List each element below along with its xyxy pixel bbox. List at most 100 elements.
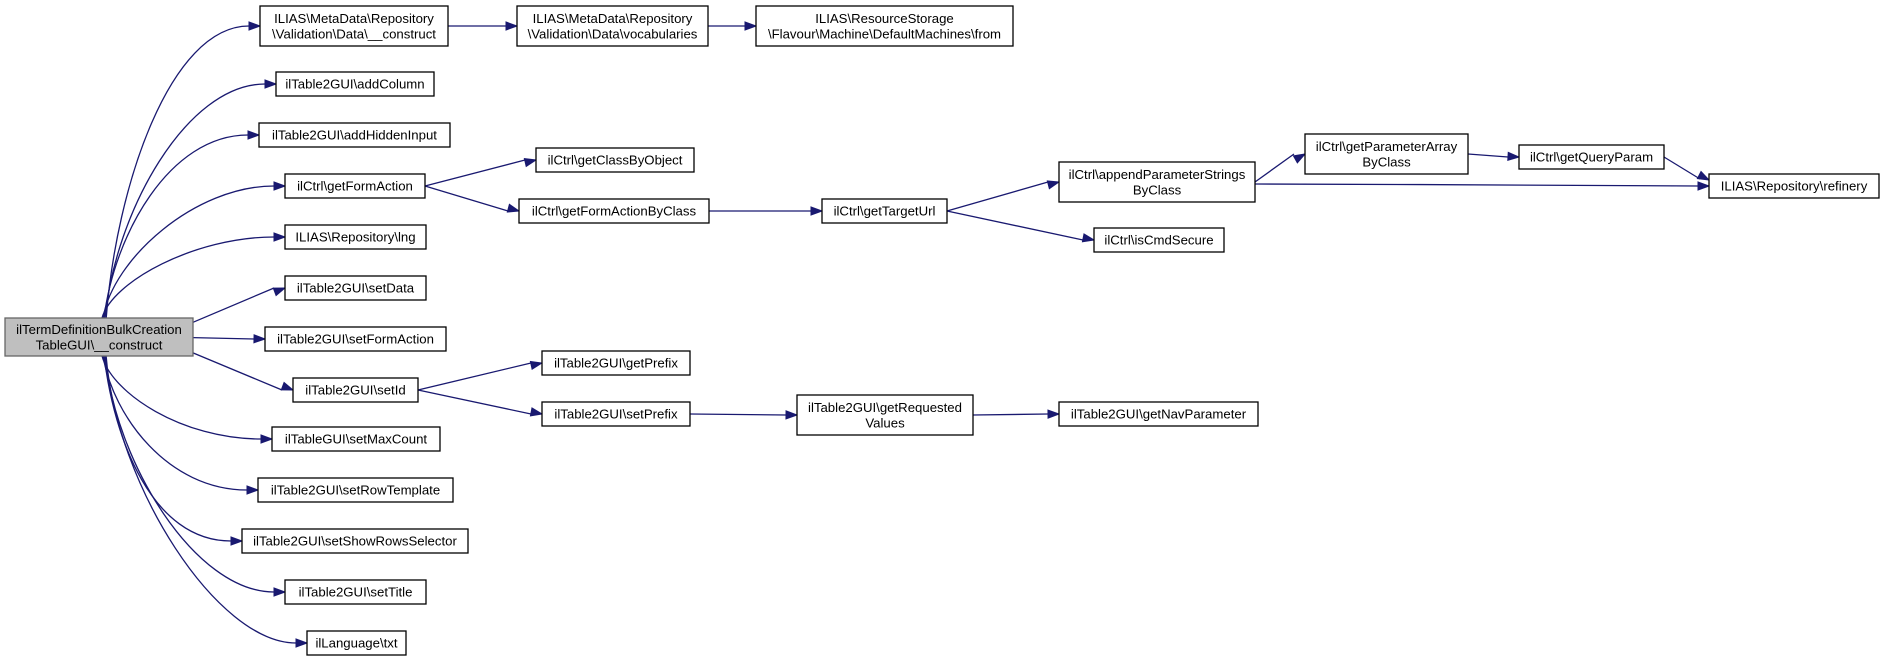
node-label-line: ilCtrl\appendParameterStrings (1069, 167, 1246, 182)
node-box[interactable] (518, 198, 710, 224)
arrowhead-icon (264, 79, 278, 89)
node-n3[interactable]: ILIAS\ResourceStorage\Flavour\Machine\De… (755, 5, 1014, 47)
edge-root-to-n15 (101, 236, 275, 319)
node-n24[interactable]: ilTable2GUI\setRowTemplate (257, 477, 454, 503)
node-label-line: ilCtrl\isCmdSecure (1104, 233, 1213, 248)
node-n8[interactable]: ilCtrl\getFormActionByClass (518, 198, 710, 224)
node-label-line: ilTable2GUI\addColumn (285, 77, 424, 92)
node-label-line: TableGUI\__construct (36, 337, 163, 352)
arrowhead-icon (248, 21, 262, 31)
arrowhead-icon (273, 232, 287, 242)
node-n13[interactable]: ILIAS\Repository\refinery (1708, 173, 1880, 199)
node-label-line: ILIAS\Repository\refinery (1721, 179, 1868, 194)
node-n22[interactable]: ilTable2GUI\getNavParameter (1058, 401, 1259, 427)
node-n1[interactable]: ILIAS\MetaData\Repository\Validation\Dat… (259, 5, 449, 47)
node-n23[interactable]: ilTableGUI\setMaxCount (271, 426, 441, 452)
node-box[interactable] (516, 5, 709, 47)
node-box[interactable] (259, 5, 449, 47)
edge-root-to-n26 (104, 355, 275, 593)
arrowhead-icon (523, 158, 538, 168)
node-label-line: Values (865, 415, 905, 430)
node-n16[interactable]: ilTable2GUI\setData (284, 275, 427, 301)
node-box[interactable] (257, 477, 454, 503)
node-label-line: ilTable2GUI\getPrefix (554, 356, 678, 371)
node-label-line: ilTable2GUI\setFormAction (277, 332, 434, 347)
arrowhead-icon (246, 485, 260, 495)
node-box[interactable] (1518, 144, 1665, 170)
edge-n11-to-n12 (1467, 153, 1509, 158)
edge-n9-to-n14 (946, 210, 1084, 241)
node-label-line: ilTable2GUI\setTitle (299, 585, 413, 600)
node-box[interactable] (284, 275, 427, 301)
node-label-line: \Validation\Data\vocabularies (528, 26, 698, 41)
node-box[interactable] (4, 317, 194, 357)
arrowhead-icon (1046, 180, 1061, 190)
node-box[interactable] (821, 198, 948, 224)
node-n4[interactable]: ilTable2GUI\addColumn (275, 71, 435, 97)
arrowhead-icon (260, 434, 274, 444)
node-n18[interactable]: ilTable2GUI\setId (292, 377, 419, 403)
node-n2[interactable]: ILIAS\MetaData\Repository\Validation\Dat… (516, 5, 709, 47)
edge-root-to-n18 (192, 352, 283, 391)
arrowhead-icon (785, 410, 799, 420)
node-label-line: ilCtrl\getTargetUrl (834, 204, 936, 219)
node-box[interactable] (1708, 173, 1880, 199)
node-n20[interactable]: ilTable2GUI\setPrefix (541, 401, 691, 427)
node-n6[interactable]: ilCtrl\getFormAction (284, 173, 426, 199)
node-box[interactable] (292, 377, 419, 403)
node-box[interactable] (541, 401, 691, 427)
node-box[interactable] (755, 5, 1014, 47)
node-box[interactable] (241, 528, 469, 554)
node-box[interactable] (271, 426, 441, 452)
edge-n6-to-n7 (424, 159, 526, 187)
arrowhead-icon (253, 334, 267, 344)
edge-root-to-n5 (103, 134, 249, 319)
node-box[interactable] (1058, 401, 1259, 427)
node-label-line: ilTable2GUI\setPrefix (554, 407, 678, 422)
node-n26[interactable]: ilTable2GUI\setTitle (284, 579, 427, 605)
node-box[interactable] (306, 630, 407, 656)
edge-n18-to-n19 (417, 362, 532, 391)
arrowhead-icon (744, 21, 758, 31)
node-n17[interactable]: ilTable2GUI\setFormAction (264, 326, 447, 352)
node-box[interactable] (284, 224, 427, 250)
node-label-line: ilCtrl\getParameterArray (1316, 139, 1458, 154)
node-box[interactable] (796, 394, 974, 436)
node-label-line: ilLanguage\txt (315, 636, 397, 651)
node-label-line: ilTermDefinitionBulkCreation (16, 322, 182, 337)
node-label-line: ByClass (1133, 182, 1182, 197)
node-label-line: ilTable2GUI\setId (305, 383, 405, 398)
edge-root-to-n1 (105, 25, 250, 319)
node-n15[interactable]: ILIAS\Repository\lng (284, 224, 427, 250)
node-label-line: ilTableGUI\setMaxCount (285, 432, 428, 447)
node-n7[interactable]: ilCtrl\getClassByObject (535, 147, 695, 173)
node-n14[interactable]: ilCtrl\isCmdSecure (1093, 227, 1225, 253)
node-n25[interactable]: ilTable2GUI\setShowRowsSelector (241, 528, 469, 554)
node-label-line: ilTable2GUI\setData (297, 281, 415, 296)
node-box[interactable] (541, 350, 691, 376)
node-box[interactable] (264, 326, 447, 352)
node-box[interactable] (1093, 227, 1225, 253)
node-root[interactable]: ilTermDefinitionBulkCreationTableGUI\__c… (4, 317, 194, 357)
node-n9[interactable]: ilCtrl\getTargetUrl (821, 198, 948, 224)
arrowhead-icon (529, 407, 544, 417)
edge-n10-to-n13 (1254, 183, 1699, 187)
node-box[interactable] (275, 71, 435, 97)
node-box[interactable] (535, 147, 695, 173)
node-n12[interactable]: ilCtrl\getQueryParam (1518, 144, 1665, 170)
node-box[interactable] (1304, 133, 1469, 175)
edge-n12-to-n13 (1663, 156, 1701, 180)
arrowhead-icon (295, 638, 309, 648)
node-box[interactable] (284, 579, 427, 605)
node-n5[interactable]: ilTable2GUI\addHiddenInput (258, 122, 451, 148)
node-n27[interactable]: ilLanguage\txt (306, 630, 407, 656)
node-box[interactable] (258, 122, 451, 148)
node-label-line: ilCtrl\getFormAction (297, 179, 413, 194)
node-label-line: ILIAS\Repository\lng (295, 230, 415, 245)
node-box[interactable] (1058, 161, 1256, 203)
node-box[interactable] (284, 173, 426, 199)
node-n19[interactable]: ilTable2GUI\getPrefix (541, 350, 691, 376)
